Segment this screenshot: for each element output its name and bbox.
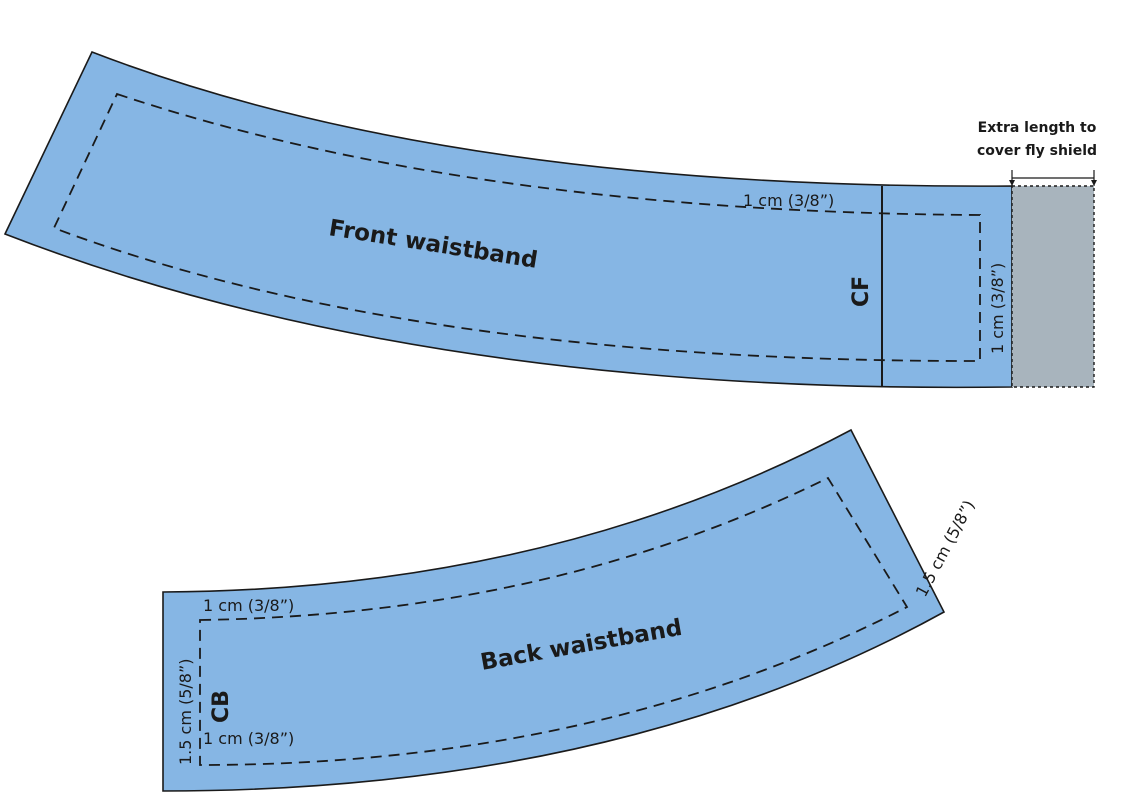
back-waistband-outline: [162, 428, 946, 792]
front-end-seam-measure: 1 cm (3/8”): [988, 263, 1007, 354]
back-seam-allowance: [199, 476, 909, 766]
cb-label: CB: [209, 690, 234, 723]
cf-label: CF: [849, 276, 874, 307]
front-top-seam-measure: 1 cm (3/8”): [743, 191, 834, 210]
back-side-seam-measure: 1.5 cm (5/8”): [912, 497, 979, 600]
front-waistband-outline: [3, 50, 1013, 389]
front-waistband-piece: Front waistband CF 1 cm (3/8”) 1 cm (3/8…: [3, 50, 1097, 389]
extension-dimension: [1009, 170, 1097, 186]
fly-shield-extension: [1011, 185, 1095, 388]
back-bottom-seam-measure: 1 cm (3/8”): [203, 729, 294, 748]
back-waistband-piece: Back waistband CB 1 cm (3/8”) 1 cm (3/8”…: [162, 428, 979, 792]
extension-note-line-1: Extra length to: [978, 120, 1097, 136]
back-cb-seam-measure: 1.5 cm (5/8”): [176, 658, 195, 765]
back-top-seam-measure: 1 cm (3/8”): [203, 596, 294, 615]
extension-note-line-2: cover fly shield: [977, 143, 1097, 159]
